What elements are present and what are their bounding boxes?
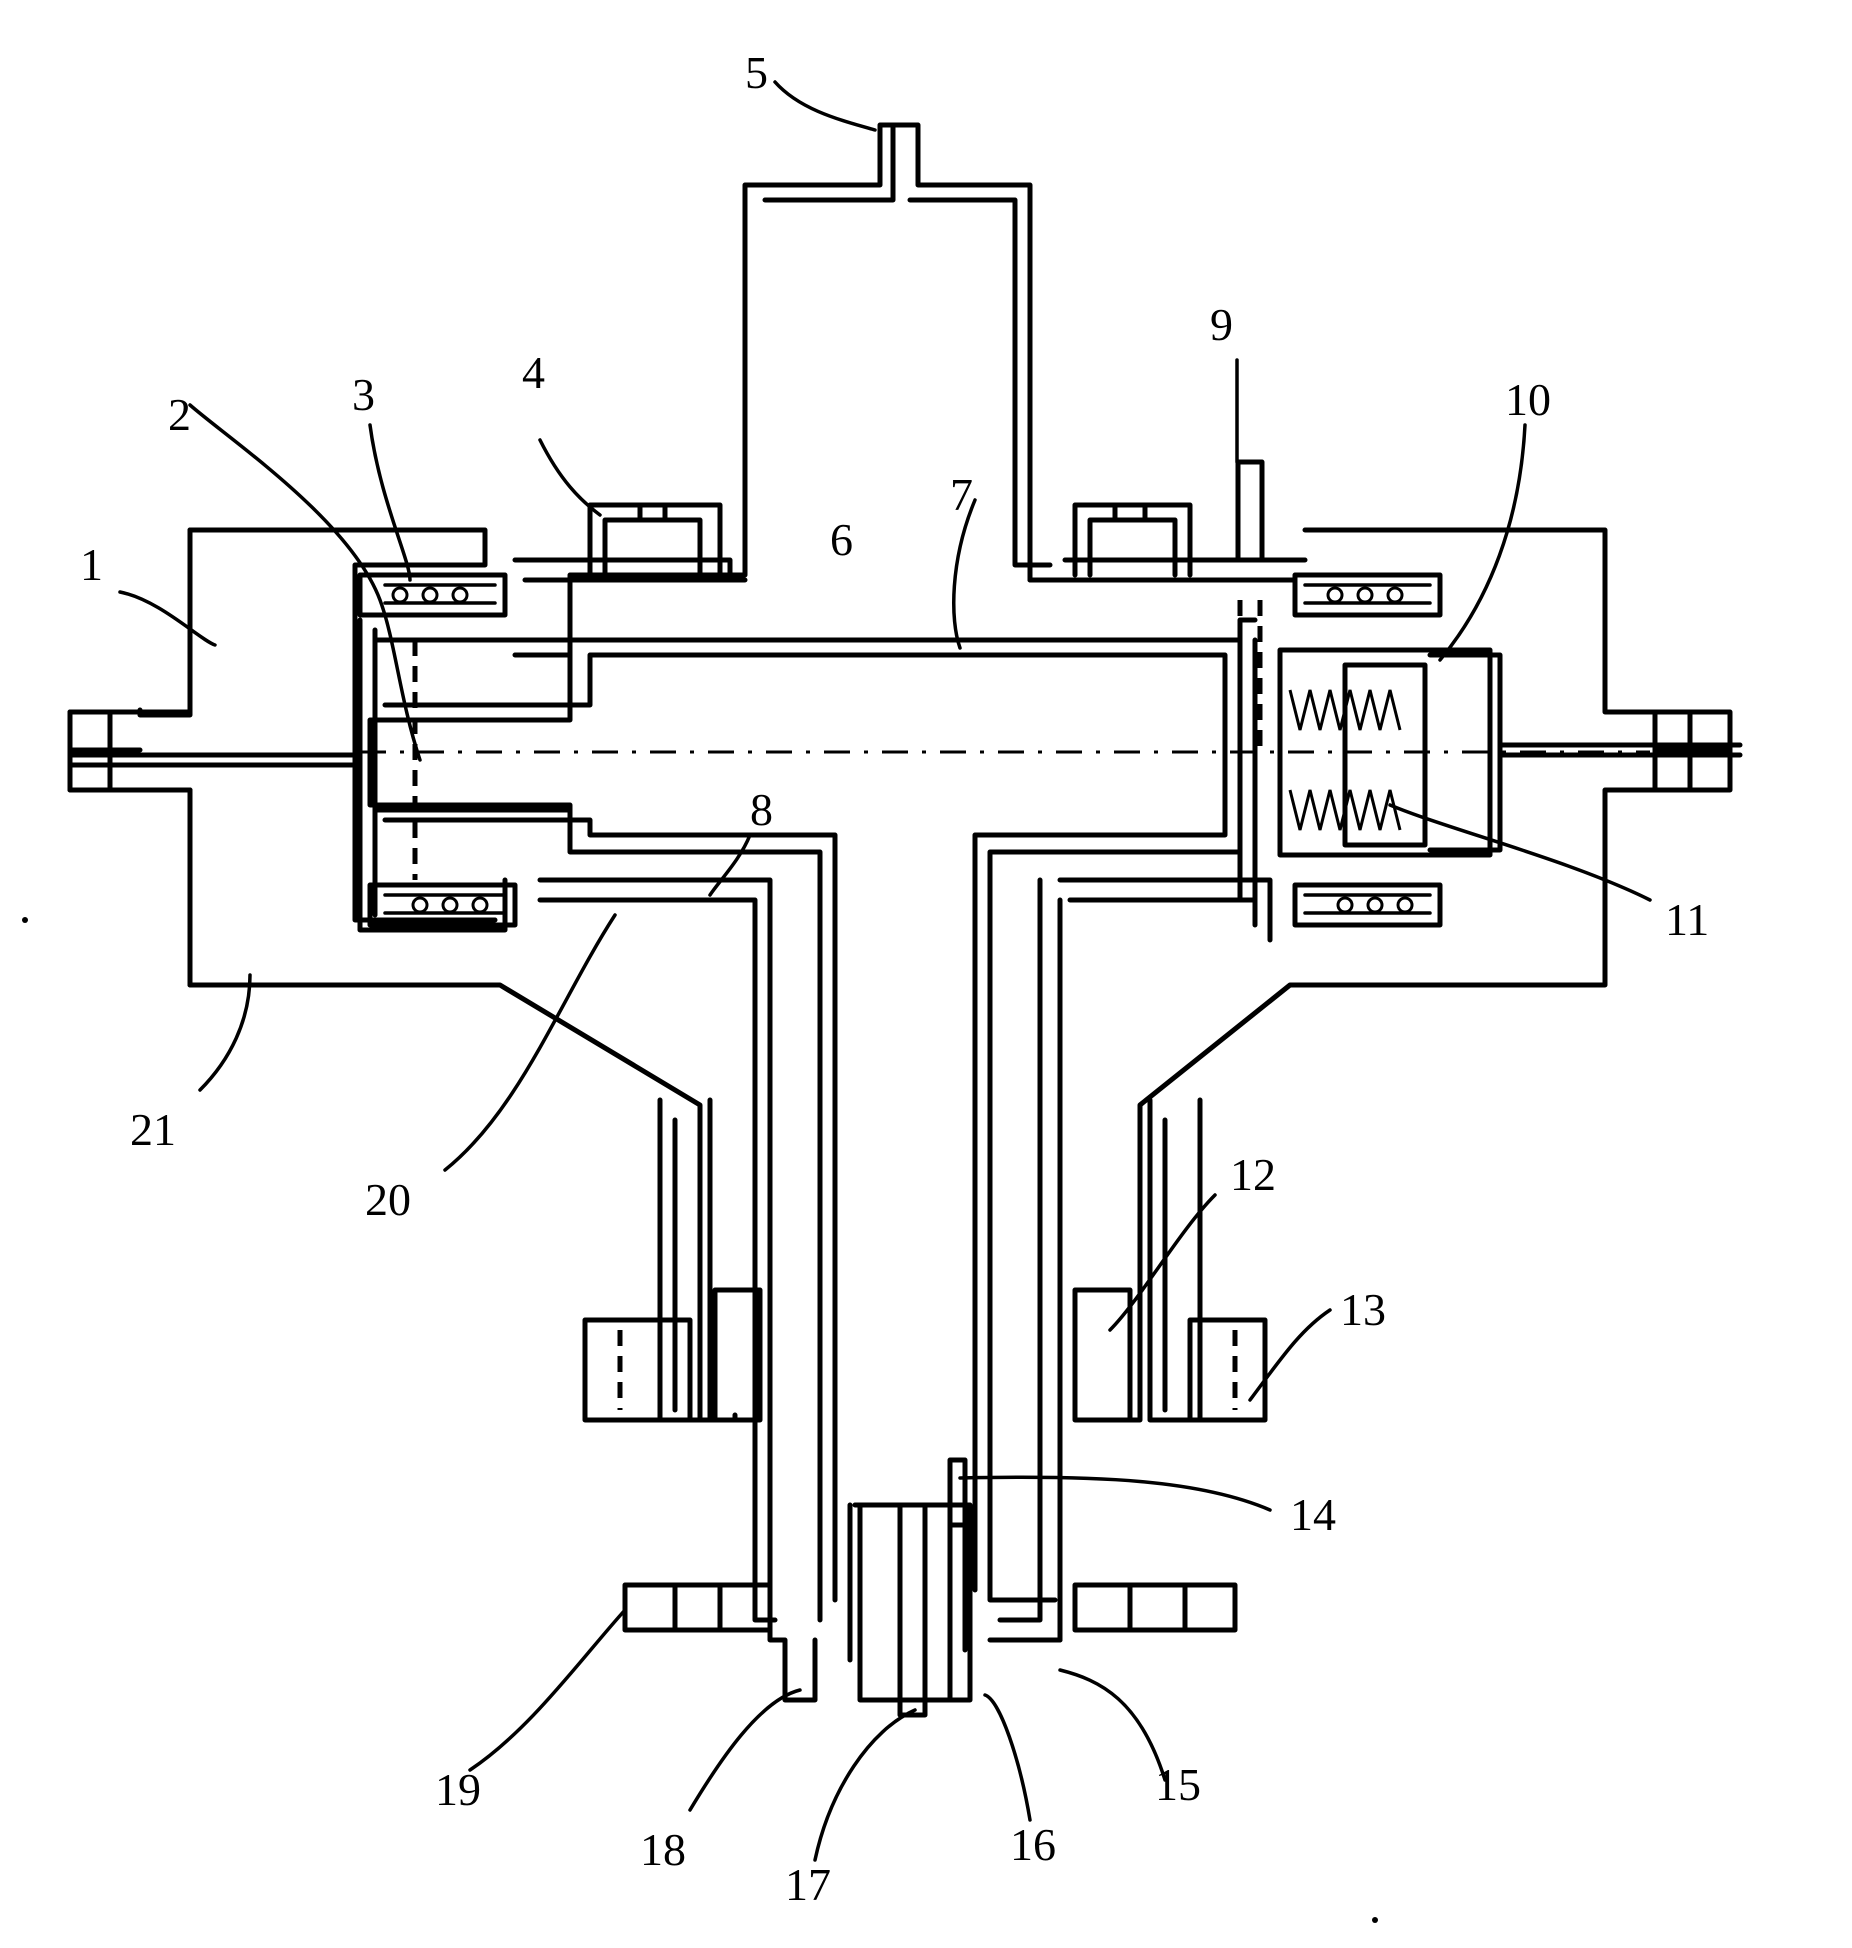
- label-21: 21: [130, 1104, 176, 1155]
- label-7: 7: [950, 469, 973, 520]
- left-housing: [67, 527, 738, 1423]
- label-8: 8: [750, 784, 773, 835]
- label-20: 20: [365, 1174, 411, 1225]
- bottom-flanges: [622, 1582, 1238, 1633]
- label-15: 15: [1155, 1759, 1201, 1810]
- right-rotor: [1237, 600, 1493, 903]
- left-rotor: [357, 617, 573, 933]
- stray-dot: [1372, 1917, 1378, 1923]
- label-18: 18: [640, 1824, 686, 1875]
- label-1: 1: [80, 539, 103, 590]
- side-supports: [582, 1097, 1268, 1423]
- label-19: 19: [435, 1764, 481, 1815]
- label-10: 10: [1505, 374, 1551, 425]
- bearings: [357, 572, 1443, 928]
- center-body: [367, 122, 1308, 1703]
- bottom-assembly: [847, 1457, 1063, 1718]
- label-14: 14: [1290, 1489, 1336, 1540]
- leader-lines: [118, 80, 1652, 1862]
- label-3: 3: [352, 369, 375, 420]
- label-11: 11: [1665, 894, 1709, 945]
- label-12: 12: [1230, 1149, 1276, 1200]
- label-9: 9: [1210, 299, 1233, 350]
- top-blocks: [587, 459, 1265, 578]
- label-17: 17: [785, 1859, 831, 1910]
- label-4: 4: [522, 347, 545, 398]
- label-6: 6: [830, 514, 853, 565]
- label-16: 16: [1010, 1819, 1056, 1870]
- reference-labels: 1 2 3 4 5 6 7 8 9 10 11 12 13 14 15 16 1…: [80, 47, 1709, 1910]
- label-5: 5: [745, 47, 768, 98]
- stray-dot: [22, 917, 28, 923]
- label-2: 2: [168, 389, 191, 440]
- right-housing: [1117, 527, 1743, 1423]
- label-13: 13: [1340, 1284, 1386, 1335]
